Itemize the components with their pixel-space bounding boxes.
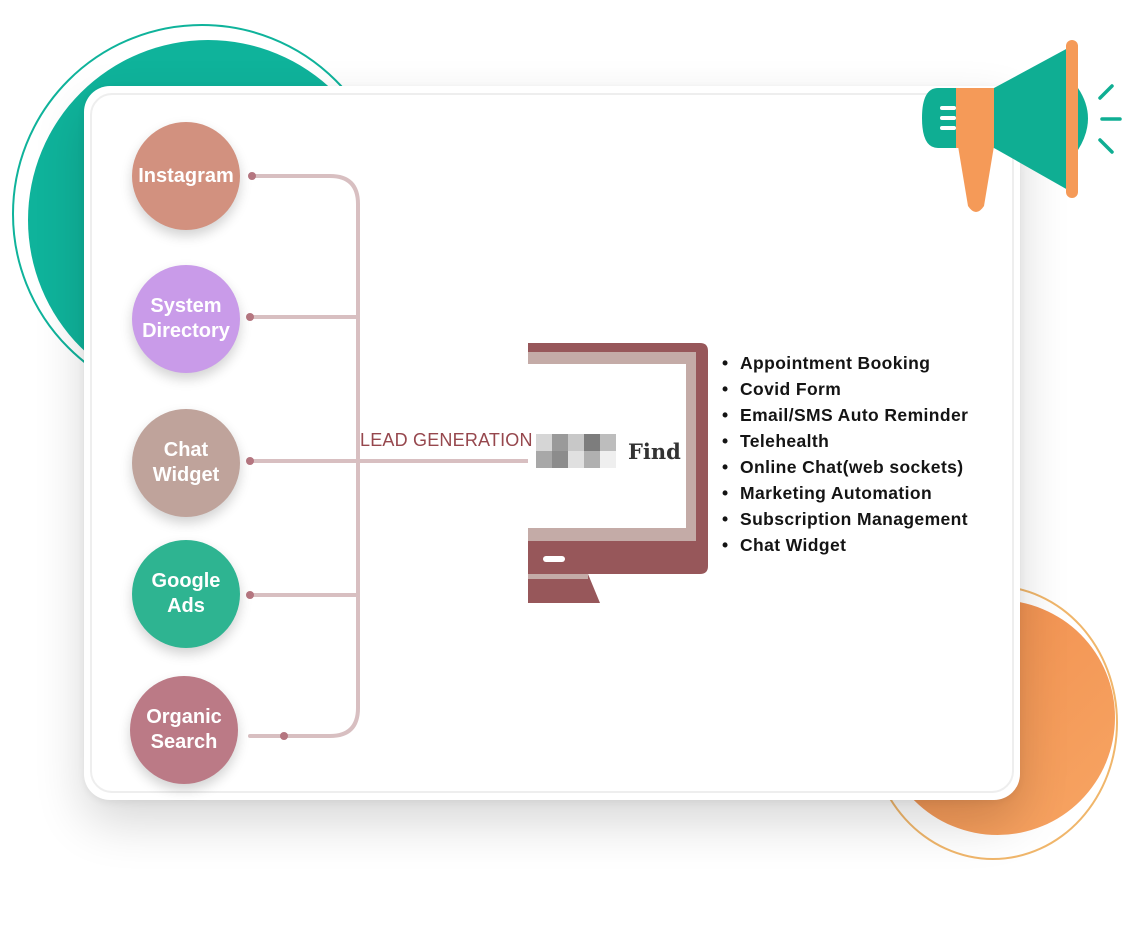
feature-item: • Subscription Management [722, 506, 968, 532]
brand-name: Find [628, 438, 681, 464]
brand: Find [536, 434, 686, 468]
feature-label: Marketing Automation [740, 483, 933, 503]
bullet: • [722, 483, 729, 503]
connector-dot-chat-widget [246, 457, 254, 465]
source-node-organic-search: Organic Search [130, 676, 238, 784]
source-node-google-ads: Google Ads [132, 540, 240, 648]
bullet: • [722, 431, 729, 451]
source-label: System Directory [142, 295, 230, 342]
bullet: • [722, 405, 729, 425]
megaphone-icon [922, 40, 1122, 212]
feature-item: • Chat Widget [722, 532, 968, 558]
pixelated-logo [536, 434, 616, 468]
bullet: • [722, 353, 729, 373]
source-label: Instagram [138, 164, 234, 187]
feature-item: • Covid Form [722, 376, 968, 402]
feature-item: • Online Chat(web sockets) [722, 454, 968, 480]
feature-label: Chat Widget [740, 535, 847, 555]
source-label: Google Ads [151, 570, 221, 617]
feature-label: Online Chat(web sockets) [740, 457, 964, 477]
connector-dot-organic-search [280, 732, 288, 740]
feature-item: • Appointment Booking [722, 350, 968, 376]
connector-dots [246, 172, 288, 740]
feature-label: Appointment Booking [740, 353, 931, 373]
feature-label: Email/SMS Auto Reminder [740, 405, 969, 425]
source-node-chat-widget: Chat Widget [132, 409, 240, 517]
feature-list: • Appointment Booking • Covid Form • Email/… [722, 350, 968, 558]
feature-label: Subscription Management [740, 509, 968, 529]
connector-dot-instagram [248, 172, 256, 180]
bullet: • [722, 535, 729, 555]
feature-label: Telehealth [740, 431, 830, 451]
diagram-card-border [90, 93, 1014, 793]
source-node-instagram: Instagram [132, 122, 240, 230]
bullet: • [722, 379, 729, 399]
connector-lines [248, 174, 530, 738]
bullet: • [722, 509, 729, 529]
feature-label: Covid Form [740, 379, 842, 399]
feature-item: • Telehealth [722, 428, 968, 454]
feature-item: • Email/SMS Auto Reminder [722, 402, 968, 428]
source-label: Chat Widget [152, 439, 220, 486]
connector-dot-google-ads [246, 591, 254, 599]
feature-item: • Marketing Automation [722, 480, 968, 506]
connector-instagram [248, 174, 360, 738]
source-label: Organic Search [146, 706, 222, 753]
source-node-system-directory: System Directory [132, 265, 240, 373]
monitor-icon [528, 343, 708, 603]
bullet: • [722, 457, 729, 477]
lead-generation-label: LEAD GENERATION [360, 430, 533, 450]
connector-dot-system-directory [246, 313, 254, 321]
